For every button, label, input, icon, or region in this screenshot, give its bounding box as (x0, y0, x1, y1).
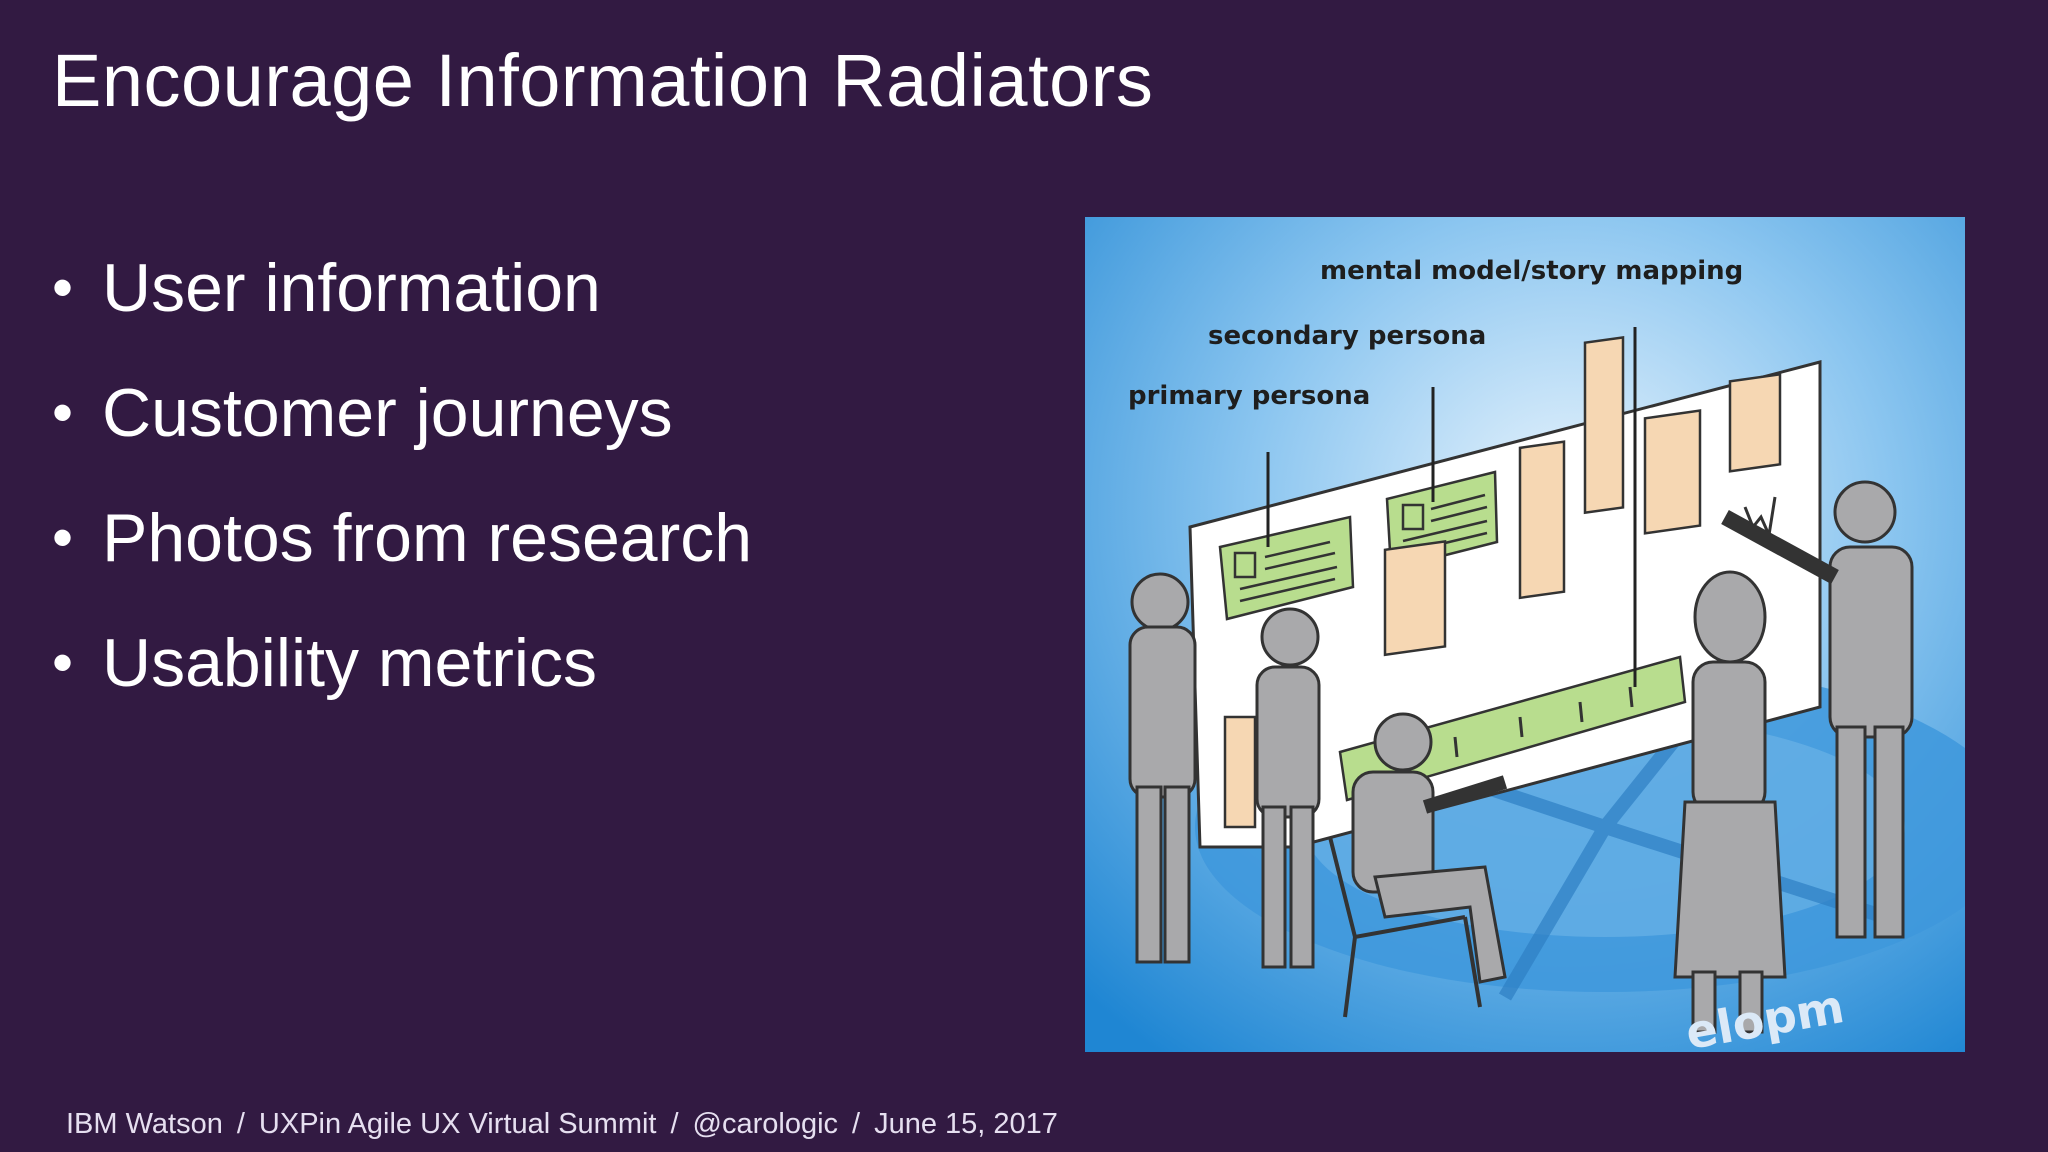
label-secondary-persona: secondary persona (1208, 321, 1486, 351)
bullet-dot: • (52, 379, 74, 446)
footer-separator: / (852, 1108, 861, 1140)
story-card (1223, 715, 1257, 829)
timeline-bar (1338, 655, 1687, 802)
bullet-item: • Usability metrics (52, 623, 752, 748)
bullet-text: Customer journeys (102, 375, 673, 451)
bullet-text: Photos from research (102, 500, 753, 576)
slide-footer: IBM Watson / UXPin Agile UX Virtual Summit… (66, 1108, 1058, 1141)
story-card (1518, 440, 1566, 600)
footer-item-handle: @carologic (692, 1108, 839, 1140)
primary-persona-card (1218, 515, 1355, 621)
footer-separator: / (236, 1108, 245, 1140)
story-cards (1223, 335, 1782, 829)
person-seated (1351, 712, 1508, 984)
bullet-dot: • (52, 504, 74, 571)
bullet-dot: • (52, 629, 74, 696)
bullet-list: • User information • Customer journeys • Ph… (52, 248, 752, 748)
timeline-ticks (1453, 686, 1634, 758)
footer-item-company: IBM Watson (66, 1108, 223, 1140)
chart-line (1743, 496, 1777, 541)
bullet-item: • User information (52, 248, 752, 373)
chart-card (1728, 372, 1782, 473)
bullet-dot: • (52, 254, 74, 321)
footer-item-date: June 15, 2017 (874, 1108, 1058, 1140)
person-woman-right (1673, 570, 1787, 1034)
callout-lines (1266, 327, 1637, 687)
people (1128, 480, 1914, 1034)
label-primary-persona: primary persona (1128, 381, 1370, 411)
bullet-item: • Photos from research (52, 498, 752, 623)
bullet-item: • Customer journeys (52, 373, 752, 498)
footer-item-event: UXPin Agile UX Virtual Summit (258, 1108, 657, 1140)
footer-separator: / (670, 1108, 679, 1140)
person-standing-left (1128, 572, 1197, 964)
bullet-text: User information (102, 250, 601, 326)
chair (1328, 836, 1482, 1018)
story-card (1583, 335, 1625, 515)
story-card (1383, 539, 1447, 657)
story-card (1643, 409, 1702, 535)
person-presenter (1721, 480, 1914, 939)
bullet-text: Usability metrics (102, 625, 597, 701)
label-mental-model: mental model/story mapping (1320, 256, 1743, 286)
information-radiator-illustration: mental model/story mapping secondary per… (1085, 217, 1965, 1052)
slide-title: Encourage Information Radiators (52, 39, 1154, 122)
person-woman-left (1255, 607, 1321, 969)
